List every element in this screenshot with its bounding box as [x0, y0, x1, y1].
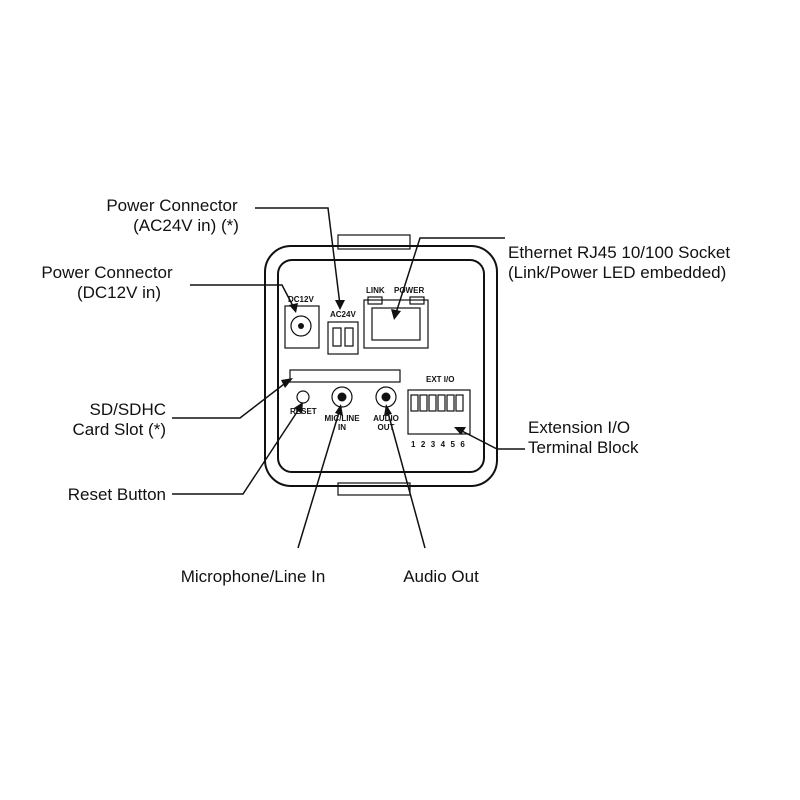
reset-button-hole: RESET [290, 390, 317, 416]
ext-io-pin-3 [428, 394, 437, 412]
audio-label-line2: OUT [378, 423, 395, 432]
callout-sd-line2: Card Slot (*) [72, 420, 166, 439]
power-label: POWER [394, 286, 424, 295]
outer-housing [264, 245, 498, 487]
ext-io-pin-6 [455, 394, 464, 412]
dc12v-jack: DC12V [284, 295, 320, 349]
ext-io-terminal-block: EXT I/O 1 2 3 4 5 6 [407, 375, 471, 449]
callout-labels: Power Connector (AC24V in) (*) Power Con… [41, 196, 730, 586]
callout-audio-out: Audio Out [403, 567, 479, 586]
ext-io-pins [410, 394, 464, 412]
callout-ac24v-line1: Power Connector [106, 196, 238, 215]
arrow-audio-out [384, 404, 392, 416]
leader-reset [172, 405, 302, 495]
callout-dc12v-line2: (DC12V in) [77, 283, 161, 302]
rj45-socket: LINK POWER [363, 286, 429, 349]
bottom-mount-bracket [337, 482, 411, 496]
leader-ac24v [255, 207, 341, 306]
mic-label-line1: MIC/LINE [324, 414, 360, 423]
mic-jack-outer [331, 386, 353, 408]
rj45-port [371, 307, 421, 341]
callout-reset: Reset Button [68, 485, 166, 504]
ext-io-pin-2 [419, 394, 428, 412]
leader-extension-io [459, 429, 525, 450]
rj45-housing [363, 299, 429, 349]
camera-body [264, 234, 498, 496]
ext-io-pin-4 [437, 394, 446, 412]
callout-ac24v-line2: (AC24V in) (*) [133, 216, 239, 235]
arrow-ethernet [391, 309, 401, 320]
mic-jack-inner [337, 392, 347, 402]
callout-sd-line1: SD/SDHC [89, 400, 166, 419]
callout-dc12v-line1: Power Connector [41, 263, 173, 282]
leader-dc12v [190, 284, 295, 309]
callout-microphone: Microphone/Line In [181, 567, 326, 586]
ac24v-terminal: AC24V [327, 310, 359, 355]
arrow-sd-card [281, 378, 293, 388]
callout-ext-io-line2: Terminal Block [528, 438, 639, 457]
inner-panel [277, 259, 485, 473]
top-mount-bracket [337, 234, 411, 250]
link-label: LINK [366, 286, 385, 295]
dc12v-label: DC12V [288, 295, 314, 304]
audio-jack-inner [381, 392, 391, 402]
leader-microphone [297, 408, 341, 549]
ext-io-pin-1 [410, 394, 419, 412]
ac24v-housing [327, 321, 359, 355]
arrow-microphone [335, 404, 343, 416]
leader-lines [172, 207, 525, 549]
audio-label-line1: AUDIO [373, 414, 399, 423]
dc12v-socket [290, 315, 312, 337]
ext-io-housing [407, 389, 471, 435]
arrow-reset [294, 402, 303, 414]
arrow-extension-io [454, 427, 466, 435]
leader-audio-out [386, 408, 426, 549]
leader-ethernet [395, 237, 505, 314]
ext-io-numbers: 1 2 3 4 5 6 [411, 440, 466, 449]
reset-hole [296, 390, 310, 404]
ext-io-label: EXT I/O [426, 375, 454, 384]
mic-line-jack: MIC/LINE IN [324, 386, 360, 432]
leader-sd-card [172, 380, 289, 419]
sd-card-slot [289, 369, 401, 383]
arrow-dc12v [289, 303, 298, 313]
reset-label: RESET [290, 407, 317, 416]
ac24v-contacts [332, 327, 354, 347]
callout-ethernet-line2: (Link/Power LED embedded) [508, 263, 726, 282]
arrow-ac24v [335, 300, 345, 310]
ac24v-label: AC24V [330, 310, 356, 319]
mic-label-line2: IN [338, 423, 346, 432]
dc12v-housing [284, 305, 320, 349]
callout-ethernet-line1: Ethernet RJ45 10/100 Socket [508, 243, 730, 262]
dc12v-pin [298, 323, 304, 329]
callout-ext-io-line1: Extension I/O [528, 418, 630, 437]
ext-io-pin-5 [446, 394, 455, 412]
